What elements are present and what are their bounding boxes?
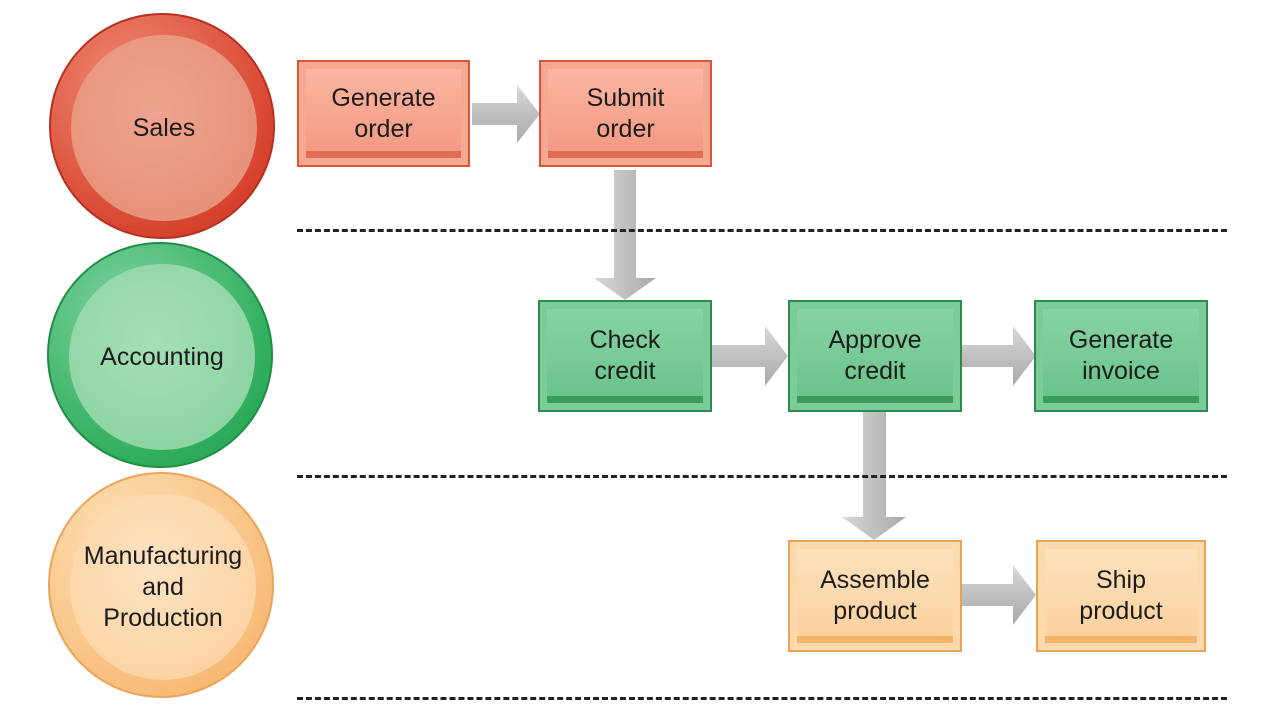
step-generate-invoice: Generate invoice [1034, 300, 1208, 412]
step-generate-order: Generate order [297, 60, 470, 167]
arrow-check-to-approve [712, 326, 788, 386]
lane-divider-2 [297, 475, 1227, 478]
lane-accounting-circle: Accounting [47, 242, 273, 468]
step-ship-product: Ship product [1036, 540, 1206, 652]
arrow-approve-to-invoice [962, 326, 1036, 386]
step-approve-credit: Approve credit [788, 300, 962, 412]
lane-divider-1 [297, 229, 1227, 232]
step-assemble-product: Assemble product [788, 540, 962, 652]
lane-accounting-label: Accounting [69, 264, 255, 450]
arrow-submit-to-check [594, 170, 656, 300]
lane-sales-label: Sales [71, 35, 257, 221]
lane-manufacturing-circle: Manufacturing and Production [48, 472, 274, 698]
arrow-assemble-to-ship [962, 565, 1036, 625]
lane-sales-circle: Sales [49, 13, 275, 239]
lane-divider-3 [297, 697, 1227, 700]
lane-manufacturing-label: Manufacturing and Production [70, 494, 256, 680]
step-check-credit: Check credit [538, 300, 712, 412]
arrow-generate-to-submit [472, 85, 540, 143]
step-submit-order: Submit order [539, 60, 712, 167]
